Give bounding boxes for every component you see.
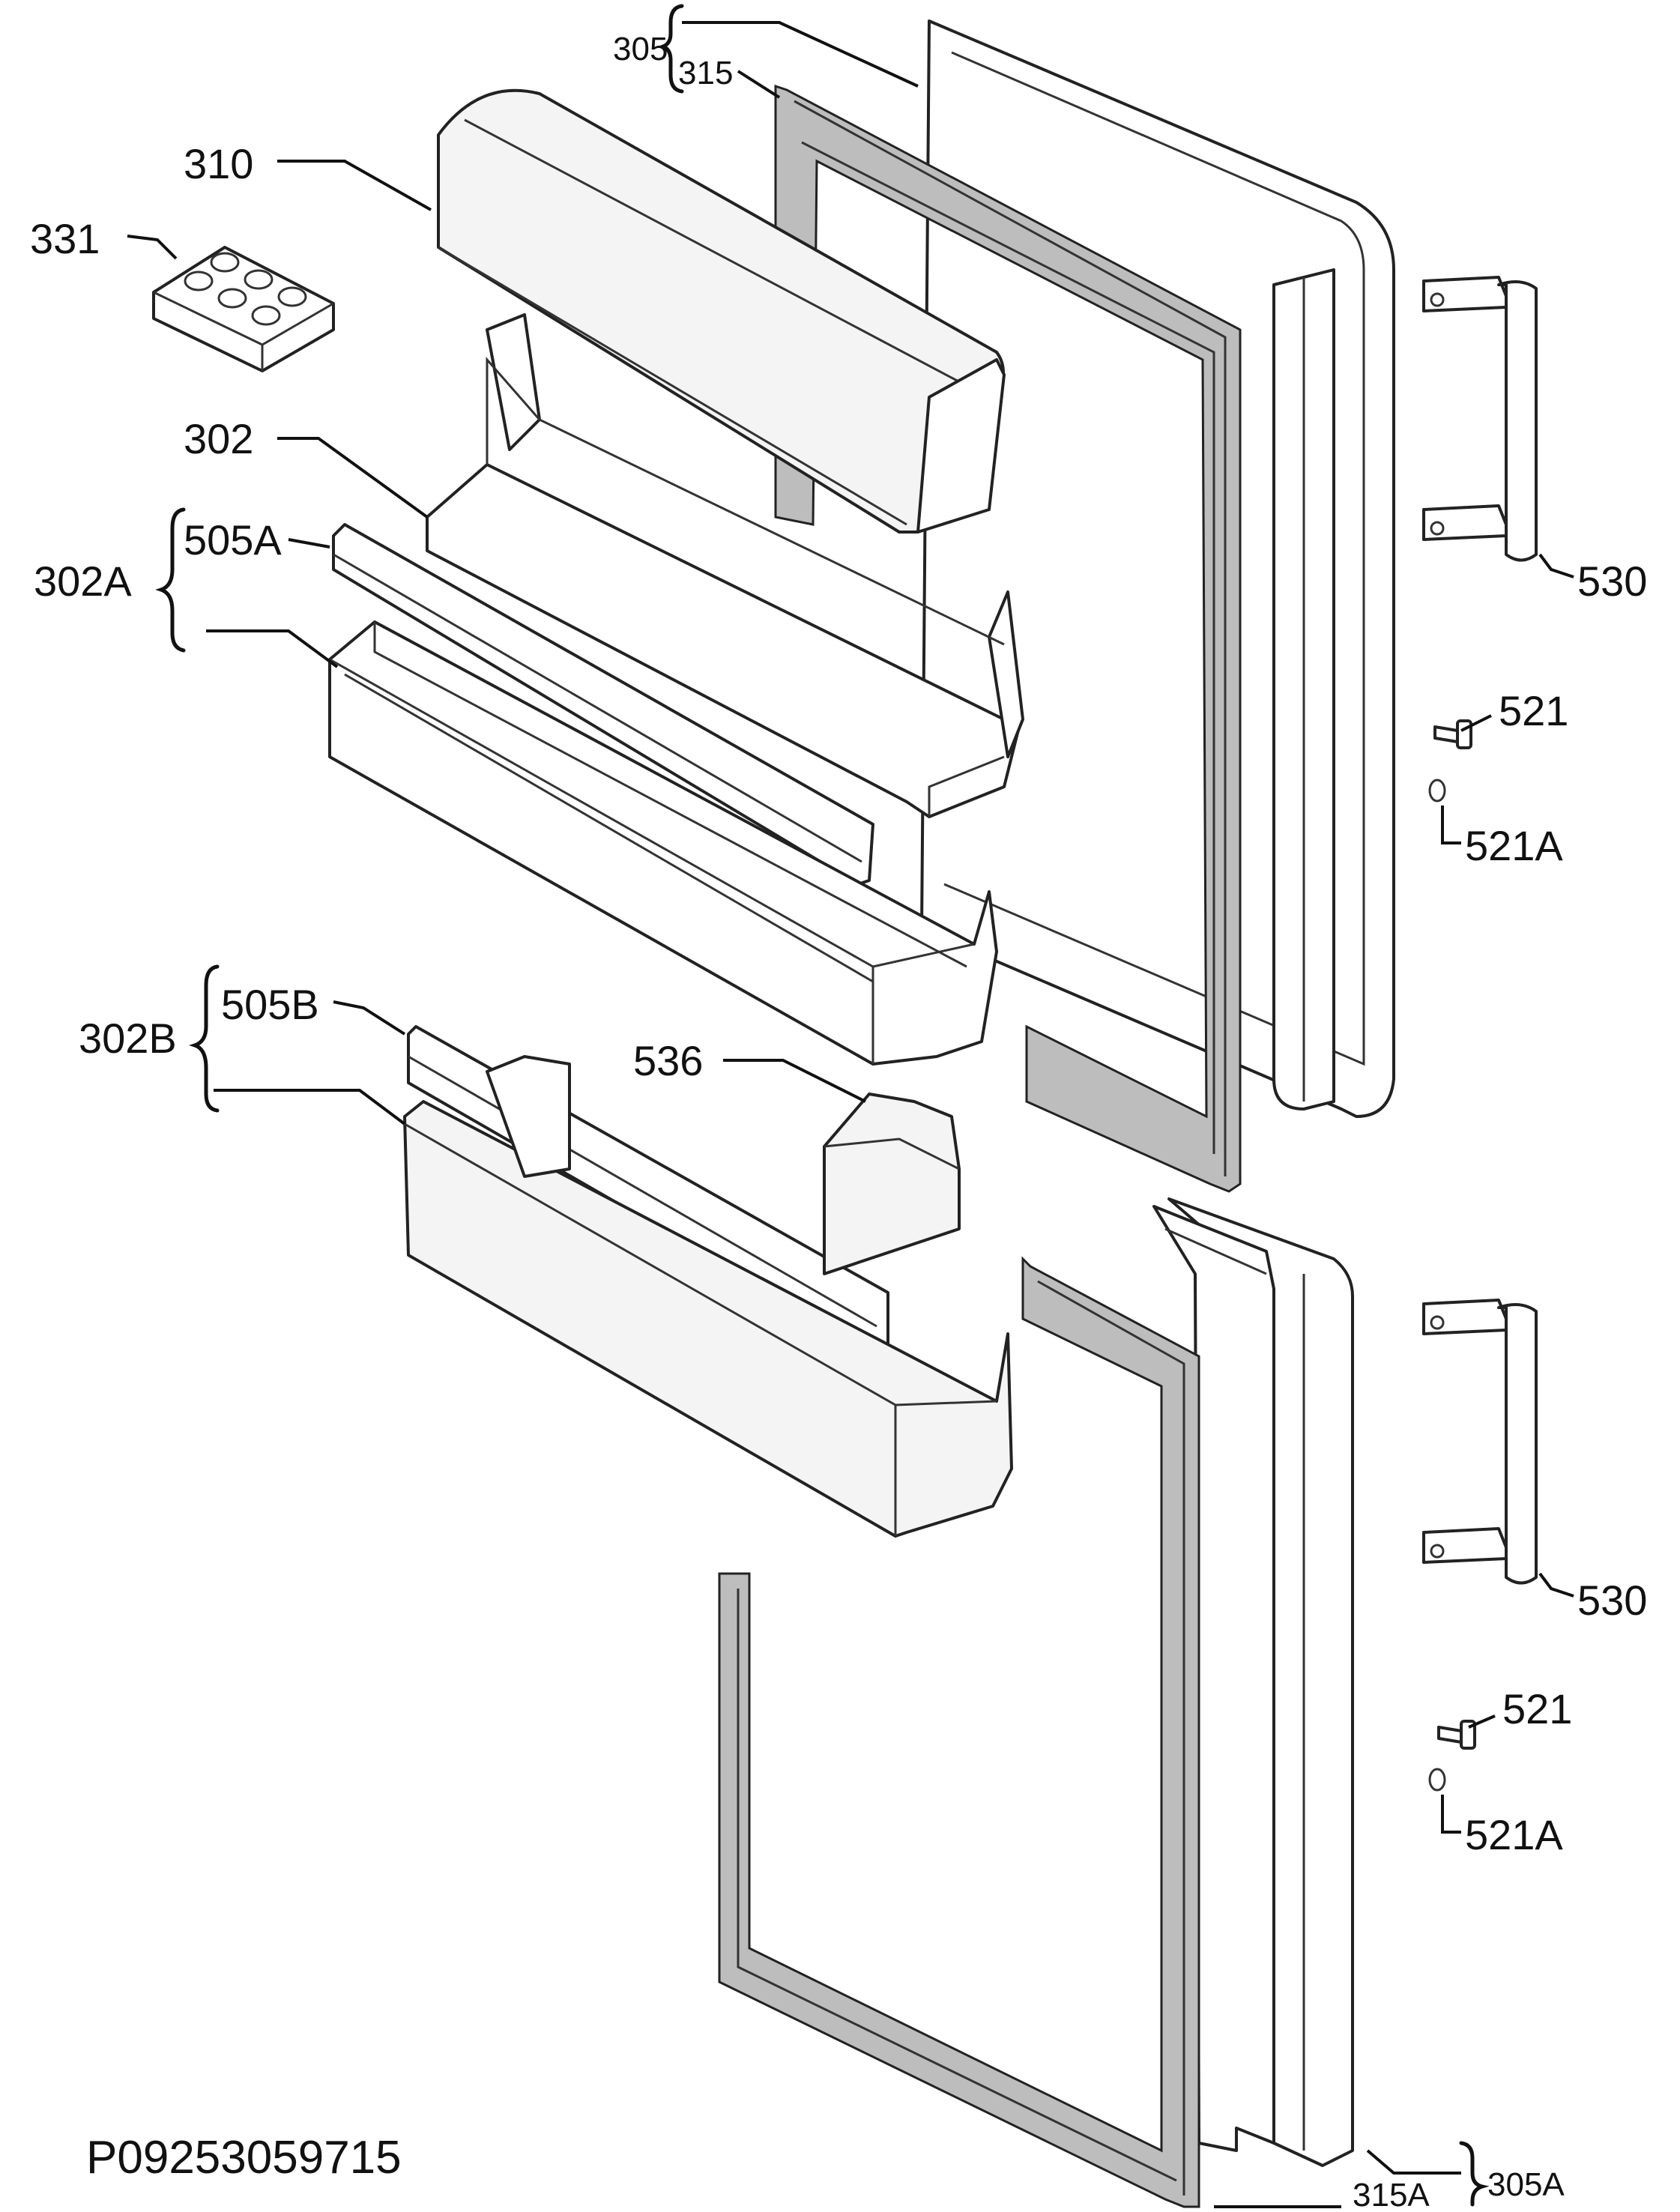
label-505A: 505A <box>184 516 282 563</box>
upper-washer <box>1428 779 1446 803</box>
label-331: 331 <box>30 215 100 262</box>
drawing-code: P09253059715 <box>86 2132 402 2184</box>
upper-door-balcony <box>328 620 998 1066</box>
label-521-bottom: 521 <box>1502 1685 1572 1732</box>
lower-door-handle <box>1422 1299 1538 1585</box>
upper-shelf-bar <box>332 523 874 886</box>
label-521-top: 521 <box>1499 687 1568 734</box>
dairy-compartment-lid <box>437 88 1006 534</box>
egg-tray <box>152 246 335 372</box>
label-310: 310 <box>184 140 253 187</box>
label-315A: 315A <box>1353 2177 1430 2212</box>
lower-washer <box>1428 1768 1446 1792</box>
brace-305A <box>1459 2141 1490 2207</box>
label-302: 302 <box>184 415 253 462</box>
label-530-bottom: 530 <box>1577 1577 1647 1624</box>
label-302A: 302A <box>34 557 132 605</box>
brace-305 <box>658 4 684 94</box>
upper-door-handle <box>1422 276 1538 562</box>
label-530-top: 530 <box>1577 557 1647 605</box>
bottle-divider <box>823 1093 961 1275</box>
upper-door-shelf <box>426 313 1024 818</box>
label-305: 305 <box>613 31 668 67</box>
lower-door-seal <box>718 1256 1200 2208</box>
brace-302B <box>189 964 220 1113</box>
label-302B: 302B <box>79 1015 177 1062</box>
leader-lines <box>127 21 1574 2208</box>
label-315: 315 <box>678 55 733 91</box>
label-505B: 505B <box>221 981 319 1028</box>
lower-door-balcony <box>403 1055 1013 1538</box>
label-536: 536 <box>633 1037 703 1084</box>
label-305A: 305A <box>1487 2166 1565 2203</box>
label-521A-bottom: 521A <box>1465 1811 1563 1858</box>
label-521A-top: 521A <box>1465 822 1563 869</box>
brace-302A <box>155 507 186 653</box>
lower-screw <box>1437 1720 1476 1750</box>
upper-door-panel <box>920 19 1395 1118</box>
upper-screw <box>1433 719 1472 749</box>
